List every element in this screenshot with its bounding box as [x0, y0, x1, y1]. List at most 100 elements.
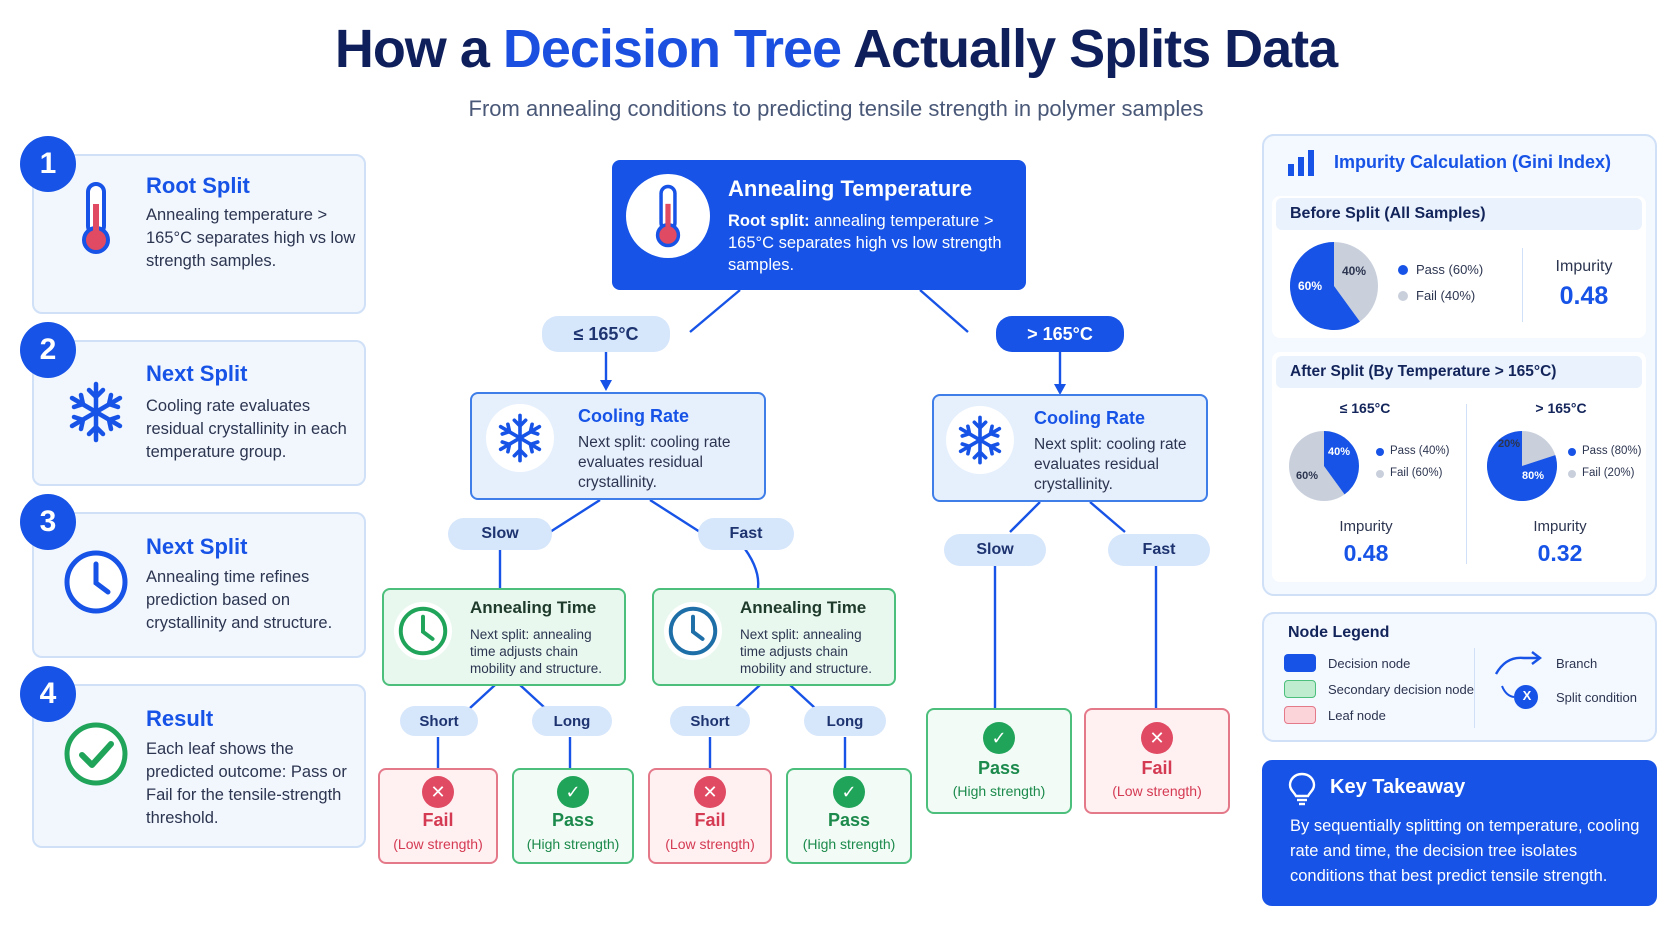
left-impurity-label: Impurity	[1339, 518, 1393, 535]
step-number-1: 1	[20, 136, 76, 192]
leaf-pass-2-label: Pass	[827, 810, 871, 830]
pie-right-split	[1487, 431, 1557, 501]
title-accent: Decision Tree	[502, 19, 842, 79]
edge-time1-short	[469, 684, 496, 709]
step-text-3: Annealing time refines prediction based …	[146, 568, 333, 632]
key-takeaway-card	[1262, 760, 1657, 906]
step-number-4: 4	[20, 666, 76, 722]
snowflake-icon	[486, 404, 554, 472]
step-number-3: 3	[20, 494, 76, 550]
clock-icon	[664, 602, 722, 660]
after-left-header: ≤ 165°C	[1339, 400, 1391, 416]
leaf-pass-3-label: Pass	[977, 758, 1021, 778]
legend-title: Node Legend	[1288, 624, 1390, 641]
snowflake-icon	[60, 376, 132, 448]
x-mark-icon: ✕	[694, 776, 726, 808]
right-fail-legend: Fail (20%)	[1582, 467, 1635, 479]
legend-swatch-secondary	[1284, 680, 1316, 698]
snowflake-icon	[946, 406, 1014, 474]
clock-icon	[394, 602, 452, 660]
edge-cool2-slow	[1009, 501, 1041, 533]
thermometer-icon	[60, 182, 132, 254]
page-subtitle: From annealing conditions to predicting …	[468, 96, 1204, 121]
title-pre: How a	[334, 19, 503, 79]
left-fail-legend: Fail (60%)	[1390, 467, 1443, 479]
pie-right-pass-pct: 80%	[1522, 470, 1545, 482]
node-legend-panel	[1262, 612, 1657, 742]
right-pass-legend: Pass (80%)	[1582, 445, 1642, 457]
leaf-fail-2-label: Fail	[694, 810, 726, 830]
branch-slow-left[interactable]: Slow	[448, 518, 552, 550]
root-node-title: Annealing Temperature	[728, 176, 973, 201]
right-impurity-label: Impurity	[1533, 518, 1587, 535]
cooling-right-title: Cooling Rate	[1034, 408, 1145, 428]
step-text-4: Each leaf shows the predicted outcome: P…	[146, 740, 347, 827]
right-impurity-value: 0.32	[1537, 540, 1583, 566]
time-left-text: Next split: annealing time adjusts chain…	[470, 627, 603, 676]
legend-split-condition: Split condition	[1556, 690, 1637, 705]
leaf-pass-2-sub: (High strength)	[802, 836, 896, 852]
branch-long-1[interactable]: Long	[532, 706, 612, 736]
root-node-text: Root split: annealing temperature > 165°…	[728, 210, 1018, 276]
cooling-right-text: Next split: cooling rate evaluates resid…	[1034, 436, 1187, 493]
branch-slow-right[interactable]: Slow	[944, 534, 1046, 566]
pie-left-fail-pct: 60%	[1296, 470, 1319, 482]
edge-time2-short	[734, 684, 761, 709]
before-impurity-label: Impurity	[1555, 258, 1613, 275]
branch-short-2[interactable]: Short	[670, 706, 750, 736]
check-mark-icon: ✓	[833, 776, 865, 808]
legend-dot-fail	[1376, 470, 1384, 478]
split-condition-x: X	[1522, 688, 1532, 703]
leaf-fail-2-sub: (Low strength)	[665, 836, 755, 852]
legend-divider	[1474, 648, 1475, 728]
title-post: Actually Splits Data	[841, 19, 1338, 79]
branch-short-1[interactable]: Short	[400, 706, 478, 736]
bar-chart-icon	[1286, 148, 1316, 183]
leaf-pass-1-label: Pass	[551, 810, 595, 830]
step-title-4: Result	[146, 706, 214, 731]
step-text-1: Annealing temperature > 165°C separates …	[146, 206, 356, 270]
leaf-fail-1-label: Fail	[422, 810, 454, 830]
legend-dot-pass	[1568, 448, 1576, 456]
time-right-text: Next split: annealing time adjusts chain…	[740, 627, 873, 676]
legend-branch: Branch	[1556, 656, 1598, 671]
step-number-2: 2	[20, 322, 76, 378]
split-condition-icon	[1500, 682, 1540, 717]
after-right-header: > 165°C	[1535, 400, 1587, 416]
time-right-title: Annealing Time	[740, 598, 867, 617]
lightbulb-icon	[1288, 772, 1316, 811]
root-text-body: annealing temperature > 165°C separates …	[728, 212, 1002, 274]
page-title: How a Decision Tree Actually Splits Data	[0, 18, 1672, 80]
arrow-high-cooling	[1054, 384, 1066, 395]
leaf-fail-1-sub: (Low strength)	[393, 836, 483, 852]
leaf-pass-3-sub: (High strength)	[952, 783, 1046, 799]
takeaway-text: By sequentially splitting on temperature…	[1290, 817, 1640, 885]
edge-cool-fast	[649, 498, 701, 534]
branch-long-2[interactable]: Long	[804, 706, 886, 736]
edge-cool-slow	[549, 498, 601, 534]
legend-decision: Decision node	[1328, 656, 1411, 671]
impurity-title: Impurity Calculation (Gini Index)	[1334, 152, 1612, 172]
edge-root-high	[919, 289, 969, 333]
arrow-low-cooling	[600, 380, 612, 391]
legend-secondary: Secondary decision node	[1328, 682, 1474, 697]
pie-left-split	[1289, 431, 1359, 501]
legend-leaf: Leaf node	[1328, 708, 1386, 723]
takeaway-title: Key Takeaway	[1330, 776, 1466, 798]
branch-fast-left[interactable]: Fast	[698, 518, 794, 550]
branch-fast-right[interactable]: Fast	[1108, 534, 1210, 566]
divider-after	[1466, 404, 1467, 564]
branch-low-temp[interactable]: ≤ 165°C	[542, 316, 670, 352]
thermometer-icon	[626, 174, 710, 258]
step-title-1: Root Split	[146, 173, 250, 198]
branch-high-temp[interactable]: > 165°C	[996, 316, 1124, 352]
edge-cool2-fast	[1089, 501, 1126, 533]
x-mark-icon: ✕	[1141, 722, 1173, 754]
step-card-2	[32, 340, 366, 486]
step-title-3: Next Split	[146, 534, 248, 559]
legend-swatch-leaf	[1284, 706, 1316, 724]
divider-before	[1522, 248, 1523, 322]
check-mark-icon: ✓	[557, 776, 589, 808]
leaf-fail-3-label: Fail	[1141, 758, 1173, 778]
